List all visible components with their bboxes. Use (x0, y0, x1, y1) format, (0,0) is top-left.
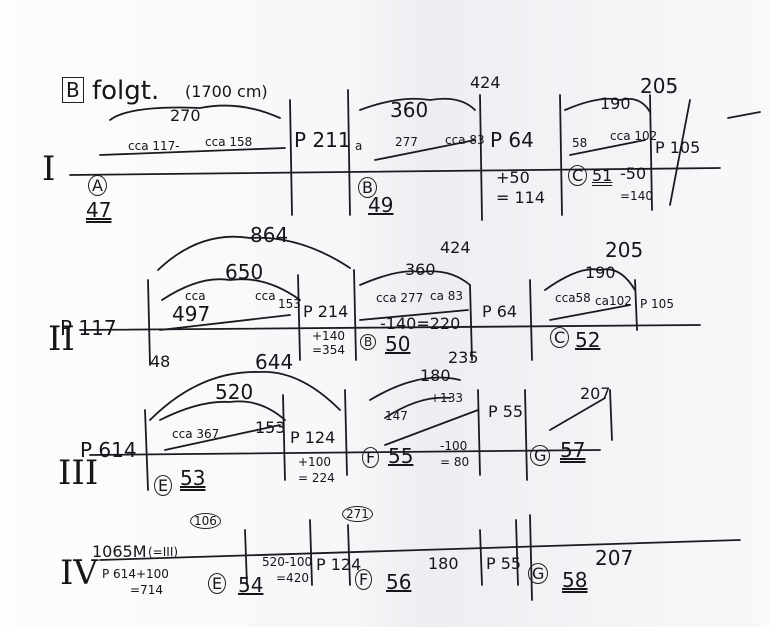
row-II-minus140: -140=220 (380, 316, 460, 332)
row-III-53: 53 (180, 468, 205, 488)
row-III-cca367: cca 367 (172, 428, 219, 440)
row-III-57: 57 (560, 440, 585, 460)
row-I-58: 58 (572, 137, 587, 149)
row-I-C: C (568, 168, 587, 184)
row-III-P614: P 614 (80, 440, 137, 460)
row-IV-E: E (208, 576, 226, 592)
row-II-eq354: =354 (312, 344, 345, 356)
row-II-ca83: ca 83 (430, 290, 463, 302)
row-IV-P124: P 124 (316, 557, 361, 573)
row-II-48: 48 (150, 354, 170, 370)
row-III-153: 153 (255, 420, 286, 436)
row-III-P124: P 124 (290, 430, 335, 446)
row-III-E: E (154, 478, 172, 494)
row-IV-207: 207 (595, 548, 633, 568)
row-I-205: 205 (640, 76, 678, 96)
row-I-190: 190 (600, 96, 631, 112)
row-IV-eqIII: (=III) (148, 546, 178, 558)
row-II-190: 190 (585, 265, 616, 281)
row-II-ca102: ca102 (595, 295, 632, 307)
row-I-47: 47 (86, 200, 111, 220)
row-I-51: 51 (592, 168, 612, 184)
row-I-plus50: +50 (496, 170, 530, 186)
row-II-50: 50 (385, 334, 410, 354)
row-IV-106: 106 (190, 515, 221, 527)
row-II-205: 205 (605, 240, 643, 260)
row-I-P211: P 211 (294, 130, 351, 150)
row-IV-520minus100: 520-100 (262, 556, 312, 568)
row-III-eq224: = 224 (298, 472, 335, 484)
row-II-P117: P 117 (60, 318, 117, 338)
row-II-864: 864 (250, 225, 288, 245)
row-II-P214: P 214 (303, 304, 348, 320)
row-II-153: 153 (278, 298, 301, 310)
header-paren: (1700 cm) (185, 84, 268, 100)
row-II-cca-b: cca (255, 290, 276, 302)
row-numeral-I: I (42, 152, 55, 186)
row-IV-54: 54 (238, 575, 263, 595)
row-I-cca102: cca 102 (610, 130, 657, 142)
header-word: folgt. (92, 78, 159, 104)
row-II-360: 360 (405, 262, 436, 278)
row-IV-58: 58 (562, 570, 587, 590)
row-IV-G: G (528, 566, 548, 582)
row-III-207: 207 (580, 386, 611, 402)
row-III-plus100: +100 (298, 456, 331, 468)
row-IV-P55: P 55 (486, 556, 521, 572)
row-II-cca-a: cca (185, 290, 206, 302)
row-II-cca277: cca 277 (376, 292, 423, 304)
row-III-55: 55 (388, 446, 413, 466)
row-IV-F: F (355, 572, 372, 588)
row-III-G: G (530, 448, 550, 464)
row-I-minus50: -50 (620, 166, 646, 182)
row-IV-eq714: =714 (130, 584, 163, 596)
row-II-P105: P 105 (640, 298, 674, 310)
row-I-277: 277 (395, 136, 418, 148)
row-IV-P614plus100: P 614+100 (102, 568, 169, 580)
row-I-424: 424 (470, 75, 501, 91)
row-II-C: C (550, 330, 569, 346)
row-I-A: A (88, 178, 107, 194)
row-III-147: 147 (385, 410, 408, 422)
row-IV-56: 56 (386, 572, 411, 592)
row-I-cca83: cca 83 (445, 134, 485, 146)
row-line-IV (100, 540, 740, 560)
row-III-eq80: = 80 (440, 456, 469, 468)
row-III-235: 235 (448, 350, 479, 366)
row-IV-271: 271 (342, 508, 373, 520)
header-box-label: B (62, 80, 84, 100)
row-II-B: B (360, 336, 376, 348)
row-I-cca117: cca 117- (128, 140, 180, 152)
row-II-plus140: +140 (312, 330, 345, 342)
row-I-eq114: = 114 (496, 190, 545, 206)
row-line-III (90, 450, 600, 455)
row-II-P64: P 64 (482, 304, 517, 320)
row-I-360: 360 (390, 100, 428, 120)
row-IV-eq420: =420 (276, 572, 309, 584)
row-II-497: 497 (172, 304, 210, 324)
row-II-cca58: cca58 (555, 292, 591, 304)
row-III-520: 520 (215, 382, 253, 402)
row-II-52: 52 (575, 330, 600, 350)
row-IV-180: 180 (428, 556, 459, 572)
row-I-49: 49 (368, 195, 393, 215)
row-numeral-IV: IV (60, 556, 98, 590)
row-III-644: 644 (255, 352, 293, 372)
row-III-plus133: +133 (430, 392, 463, 404)
row-II-650: 650 (225, 262, 263, 282)
row-I-cca158: cca 158 (205, 136, 252, 148)
row-III-minus100: -100 (440, 440, 467, 452)
row-I-a: a (355, 140, 362, 152)
row-I-P64: P 64 (490, 130, 534, 150)
row-III-P55: P 55 (488, 404, 523, 420)
row-III-F: F (362, 450, 379, 466)
row-I-270: 270 (170, 108, 201, 124)
row-III-180: 180 (420, 368, 451, 384)
row-IV-1065M: 1065M (92, 544, 147, 560)
row-II-424: 424 (440, 240, 471, 256)
row-I-P105: P 105 (655, 140, 700, 156)
row-I-eq140: =140 (620, 190, 653, 202)
